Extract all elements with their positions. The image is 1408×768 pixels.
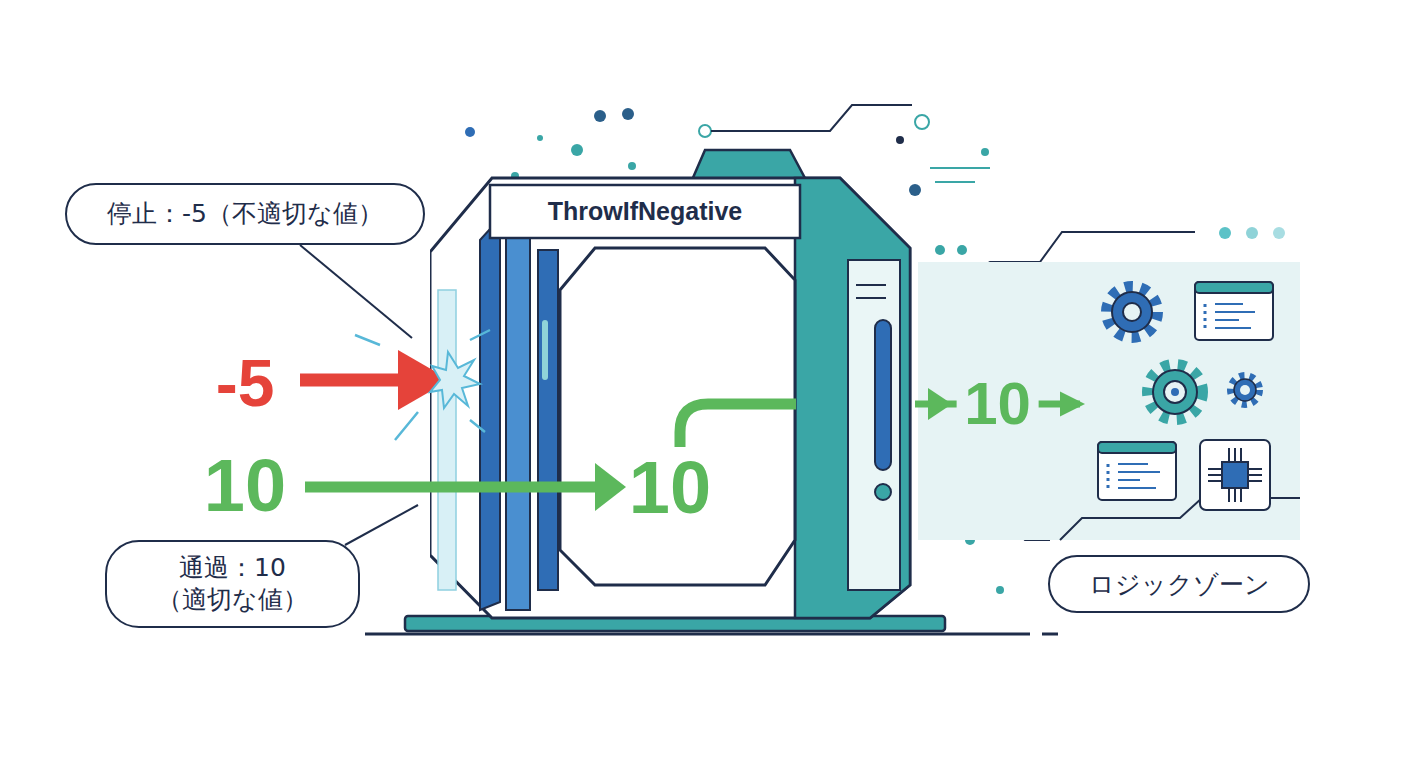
gate-outline-part bbox=[542, 320, 548, 380]
decor-dots-part bbox=[465, 127, 475, 137]
callout-text: 通過：10 （適切な値） bbox=[125, 552, 340, 617]
logic-icons-part-part bbox=[1107, 464, 1110, 492]
decor-dots-part bbox=[537, 135, 543, 141]
gate-outline-part bbox=[795, 178, 910, 618]
decor-dots-part bbox=[1246, 227, 1258, 239]
logic-panel bbox=[918, 262, 1300, 540]
decor-dots-part bbox=[957, 245, 967, 255]
logic-icons-part-part bbox=[1098, 442, 1176, 453]
gate-outline-part bbox=[538, 250, 558, 590]
circuit-lines-part bbox=[699, 125, 711, 137]
decor-dots-part bbox=[909, 184, 921, 196]
logic-icons-part bbox=[1107, 287, 1157, 337]
output-value: 10 bbox=[956, 372, 1039, 436]
circuit-lines-part bbox=[915, 115, 929, 129]
decor-dots-part bbox=[1219, 227, 1231, 239]
decor-dots-part bbox=[594, 110, 606, 122]
logic-icons-part-part bbox=[1215, 304, 1255, 328]
logic-icons-part-part bbox=[1240, 385, 1250, 395]
circuit-lines-part bbox=[930, 168, 990, 182]
decor-dots-part bbox=[571, 144, 583, 156]
accepted-value: 10 bbox=[204, 449, 286, 523]
gate-outline-part bbox=[875, 484, 891, 500]
decor-dots-part bbox=[622, 108, 634, 120]
gate-title: ThrowIfNegative bbox=[490, 185, 800, 238]
callout-bubble: 停止：-5（不適切な値） bbox=[65, 183, 425, 245]
logic-icons-part-part bbox=[1123, 303, 1141, 321]
logic-icons-part-part bbox=[1231, 376, 1259, 404]
zone-label: ロジックゾーン bbox=[1048, 555, 1310, 613]
logic-icons-part bbox=[1195, 282, 1273, 340]
gate-base-part bbox=[365, 633, 1058, 636]
logic-icons-part-part bbox=[1098, 442, 1176, 500]
leader-lines-part bbox=[300, 245, 412, 338]
passing-value: 10 bbox=[629, 451, 711, 525]
logic-icons-part bbox=[1200, 440, 1270, 510]
logic-icons-part-part bbox=[1222, 462, 1248, 488]
logic-icons-part bbox=[1148, 365, 1202, 419]
logic-zone: ロジックゾーン bbox=[1080, 265, 1305, 540]
callout-text: 停止：-5（不適切な値） bbox=[107, 198, 383, 231]
logic-icons-part-part bbox=[1171, 388, 1179, 396]
guard-gate: ThrowIfNegative bbox=[430, 140, 915, 620]
logic-icons-part-part bbox=[1204, 304, 1207, 332]
logic-icons-part bbox=[1231, 376, 1259, 404]
decor-dots-part bbox=[628, 162, 636, 170]
logic-icons-part bbox=[1098, 442, 1176, 500]
decor-dots-part bbox=[935, 245, 945, 255]
callout-bubble: 通過：10 （適切な値） bbox=[105, 540, 360, 628]
gate-outline-part bbox=[875, 320, 891, 470]
rejected-value: -5 bbox=[216, 350, 275, 416]
accepted-arrow-part bbox=[305, 482, 600, 493]
decor-dots-part bbox=[981, 148, 989, 156]
gate-outline-part bbox=[506, 206, 530, 610]
logic-icons-part-part bbox=[1208, 448, 1262, 502]
decor-dots-part bbox=[896, 136, 904, 144]
logic-icons-part-part bbox=[1112, 292, 1152, 332]
gate-outline-part bbox=[692, 150, 806, 180]
gate-outline-part bbox=[430, 178, 910, 618]
rejected-arrow-part bbox=[300, 374, 404, 387]
logic-icons-part-part bbox=[1153, 370, 1197, 414]
decor-dots-part bbox=[996, 586, 1004, 594]
rejected-arrow bbox=[300, 350, 450, 410]
decor-dots-part bbox=[1273, 227, 1285, 239]
logic-icons bbox=[1098, 282, 1273, 510]
gate-outline-part bbox=[438, 290, 456, 590]
logic-icons-part-part bbox=[1200, 440, 1270, 510]
leader-lines-part bbox=[345, 505, 418, 545]
logic-icons-part-part bbox=[1118, 464, 1160, 488]
logic-icons-part-part bbox=[1148, 365, 1202, 419]
circuit-lines-part bbox=[711, 105, 912, 131]
gate-outline-part bbox=[480, 218, 500, 610]
logic-panel-part bbox=[918, 262, 1300, 540]
gate-outline-part bbox=[490, 185, 800, 238]
gate-outline-part bbox=[560, 248, 795, 585]
logic-icons-part-part bbox=[1107, 287, 1157, 337]
logic-icons-part-part bbox=[1195, 282, 1273, 293]
logic-icons-part-part bbox=[1195, 282, 1273, 340]
gate-outline-part bbox=[848, 260, 900, 590]
logic-icons-part-part bbox=[1234, 379, 1256, 401]
logic-icons-part-part bbox=[1164, 381, 1186, 403]
gate-outline-part bbox=[856, 285, 886, 298]
